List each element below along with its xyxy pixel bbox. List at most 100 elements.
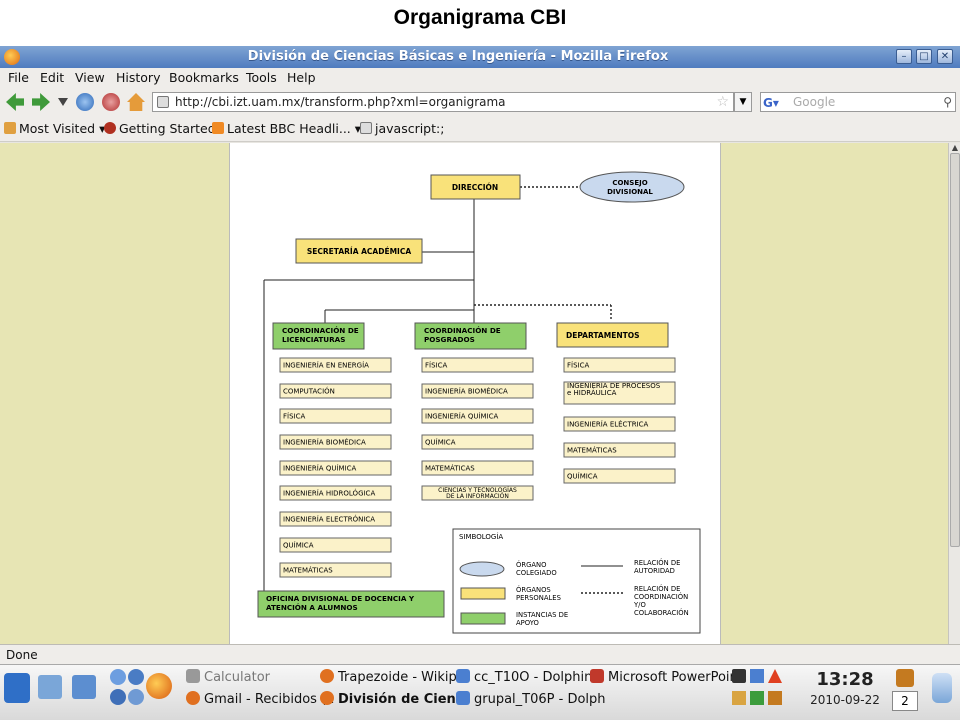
menu-history[interactable]: History [116,70,161,85]
reload-icon[interactable] [76,93,94,111]
menu-bookmarks[interactable]: Bookmarks [169,70,239,85]
licenciatura-label: INGENIERÍA BIOMÉDICA [283,438,366,447]
svg-text:COORDINACIÓN: COORDINACIÓN [634,592,688,601]
svg-text:RELACIÓN DE: RELACIÓN DE [634,584,680,593]
svg-text:COLABORACIÓN: COLABORACIÓN [634,608,689,617]
updates-icon[interactable] [896,669,914,687]
clock-date[interactable]: 2010-09-22 [810,693,880,707]
bookmark-bbc[interactable]: Latest BBC Headli... ▾ [212,121,361,136]
task-grupal-t06p[interactable]: grupal_T06P - Dolph [456,691,606,707]
posgrado-label: QUÍMICA [425,438,456,447]
departamento-item: FÍSICA [563,357,676,373]
task-calculator[interactable]: Calculator [186,669,270,685]
calculator-icon [186,669,200,683]
task-trapezoide[interactable]: Trapezoide - Wikipe [320,669,465,685]
posgrado-item: FÍSICA [421,357,534,373]
help-icon[interactable] [128,669,144,685]
globe-icon[interactable] [110,689,126,705]
desktop-pager[interactable]: 2 [892,691,918,711]
url-dropdown-icon[interactable]: ▼ [734,92,752,112]
address-bar[interactable]: http://cbi.izt.uam.mx/transform.php?xml=… [152,92,734,112]
box-oficina-divisional: OFICINA DIVISIONAL DE DOCENCIA Y ATENCIÓ… [257,590,445,618]
task-division-ciencias[interactable]: División de Cienci [320,691,468,707]
licenciatura-item: INGENIERÍA EN ENERGÍA [279,357,392,373]
menu-view[interactable]: View [75,70,105,85]
stop-icon[interactable] [102,93,120,111]
bookmark-most-visited[interactable]: Most Visited ▾ [4,121,105,136]
departamento-item: INGENIERÍA ELÉCTRICA [563,416,676,432]
bookmark-star-icon[interactable]: ☆ [716,94,729,110]
close-icon[interactable]: ✕ [937,49,953,64]
consejo-label-2: DIVISIONAL [607,188,653,196]
licenciatura-label: INGENIERÍA ELECTRÓNICA [283,515,375,524]
vertical-scrollbar[interactable]: ▲ ▼ [948,143,960,677]
back-icon[interactable] [6,93,24,111]
svg-text:PERSONALES: PERSONALES [516,594,561,602]
departamentos-label: DEPARTAMENTOS [566,331,640,340]
settings-icon[interactable] [128,689,144,705]
menu-edit[interactable]: Edit [40,70,65,85]
licenciatura-item: INGENIERÍA ELECTRÓNICA [279,511,392,527]
departamento-label: e HIDRÁULICA [567,388,617,397]
posgrado-label: DE LA INFORMACIÓN [446,493,509,500]
dolphin-launcher-icon[interactable] [72,675,96,699]
bookmark-javascript[interactable]: javascript:; [360,121,444,136]
folder-icon [456,669,470,683]
svg-text:INSTANCIAS DE: INSTANCIAS DE [516,611,568,619]
menu-tools[interactable]: Tools [246,70,277,85]
firefox-icon [320,669,334,683]
bookmark-getting-started[interactable]: Getting Started [104,121,216,136]
departamento-label: INGENIERÍA ELÉCTRICA [567,420,649,429]
task-gmail[interactable]: Gmail - Recibidos (2 [186,691,334,707]
svg-text:COLEGIADO: COLEGIADO [516,569,557,577]
clock-time[interactable]: 13:28 [816,669,874,690]
search-icon[interactable]: ⚲ [943,95,952,109]
posgrado-label: INGENIERÍA QUÍMICA [425,412,499,421]
search-placeholder: Google [793,95,836,109]
kde-taskbar: Calculator Trapezoide - Wikipe cc_T10O -… [0,664,960,720]
search-input[interactable]: G▾ Google ⚲ [760,92,956,112]
system-icon[interactable] [38,675,62,699]
licenciatura-label: INGENIERÍA HIDROLÓGICA [283,489,375,498]
direccion-label: DIRECCIÓN [452,183,498,192]
status-bar: Done [0,644,960,664]
network-icon[interactable] [110,669,126,685]
svg-text:AUTORIDAD: AUTORIDAD [634,567,675,575]
posgrado-item: INGENIERÍA BIOMÉDICA [421,383,534,399]
task-cc-t10o[interactable]: cc_T10O - Dolphin [456,669,592,685]
firefox-launcher-icon[interactable] [146,673,172,699]
package-icon[interactable] [768,691,782,705]
slide-title: Organigrama CBI [393,6,567,29]
forward-icon[interactable] [32,93,50,111]
scissors-icon[interactable] [732,669,746,683]
licenciaturas-list: INGENIERÍA EN ENERGÍA COMPUTACIÓN FÍSICA IN… [279,357,392,578]
folder-icon [456,691,470,705]
menu-help[interactable]: Help [287,70,316,85]
klipper-icon[interactable] [732,691,746,705]
menu-file[interactable]: File [8,70,29,85]
battery-icon[interactable] [750,691,764,705]
scroll-up-icon[interactable]: ▲ [951,143,959,152]
signal-icon[interactable] [750,669,764,683]
licenciatura-label: MATEMÁTICAS [283,566,333,575]
site-icon [157,96,169,108]
history-dropdown-icon[interactable] [58,98,68,106]
warning-icon[interactable] [768,669,782,683]
home-icon[interactable] [127,93,145,111]
maximize-icon[interactable]: □ [916,49,932,64]
page-icon [360,122,372,134]
licenciatura-item: FÍSICA [279,408,392,424]
task-powerpoint[interactable]: Microsoft PowerPoint [590,669,743,685]
secretaria-label: SECRETARÍA ACADÉMICA [307,247,411,256]
box-coord-posgrados: COORDINACIÓN DE POSGRADOS [414,322,527,350]
trash-icon[interactable] [932,673,952,703]
licenciatura-label: FÍSICA [283,412,305,421]
google-search-icon[interactable]: G▾ [763,96,779,110]
scrollbar-thumb[interactable] [950,153,960,547]
minimize-icon[interactable]: – [896,49,912,64]
box-direccion: DIRECCIÓN [430,174,521,200]
licenciatura-item: COMPUTACIÓN [279,383,392,399]
svg-text:APOYO: APOYO [516,619,539,627]
kde-menu-icon[interactable] [4,673,30,703]
